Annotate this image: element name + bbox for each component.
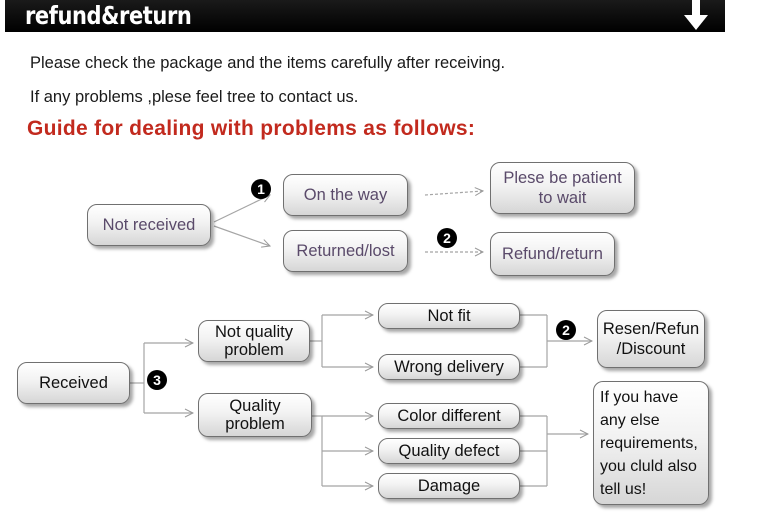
step-2-badge-bottom: 2 (556, 320, 576, 340)
guide-title: Guide for dealing with problems as follo… (27, 117, 476, 140)
not-received-box: Not received (87, 204, 211, 246)
arrow-on-the-way-to-patient (424, 191, 483, 195)
received-box: Received (17, 362, 130, 404)
resend-refund-discount-box: Resen/Refun /Discount (597, 310, 705, 368)
refund-return-box: Refund/return (490, 232, 615, 276)
not-fit-box: Not fit (378, 303, 520, 329)
intro-line-2: If any problems ,plese feel tree to cont… (30, 88, 359, 106)
patient-box: Plese be patient to wait (490, 162, 635, 214)
arrow-not-received-to-on-the-way (213, 195, 270, 223)
down-arrow-icon (684, 0, 708, 30)
step-3-badge: 3 (147, 370, 167, 390)
quality-defect-box: Quality defect (378, 438, 520, 464)
header-title: refund&return (25, 1, 192, 30)
step-2-badge-top: 2 (437, 228, 457, 248)
wrong-delivery-box: Wrong delivery (378, 354, 520, 380)
intro-line-1: Please check the package and the items c… (30, 54, 506, 72)
not-quality-problem-box: Not quality problem (198, 320, 310, 362)
step-1-badge: 1 (251, 179, 271, 199)
header-bar: refund&return (5, 0, 725, 32)
arrow-not-received-to-returned (213, 225, 270, 246)
requirements-box: If you have any else requirements, you c… (593, 381, 709, 505)
returned-lost-box: Returned/lost (283, 230, 408, 272)
color-different-box: Color different (378, 403, 520, 429)
quality-problem-box: Quality problem (198, 393, 312, 437)
damage-box: Damage (378, 473, 520, 499)
on-the-way-box: On the way (283, 174, 408, 216)
